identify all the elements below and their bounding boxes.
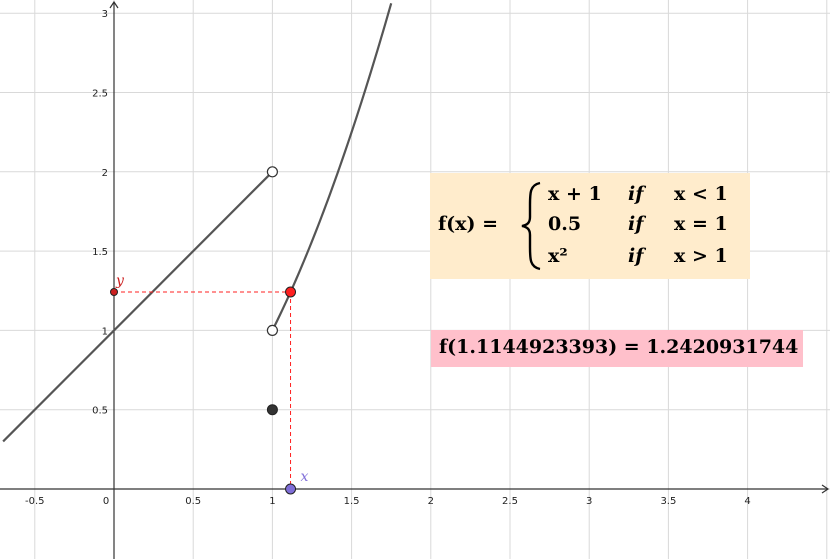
- case-cond: x > 1: [674, 245, 728, 267]
- y-tick-label: 1.5: [92, 247, 108, 258]
- formula-lhs: f(x) =: [438, 213, 499, 235]
- x-tick-label: 2: [428, 496, 434, 507]
- x-tick-label: 0: [103, 496, 109, 507]
- y-tick-label: 2.5: [92, 89, 108, 100]
- x-axis-arrow-icon: [821, 484, 830, 494]
- x-tick-label: 3: [586, 496, 592, 507]
- y-tick-label: 2: [102, 168, 108, 179]
- quadratic-piece: [271, 2, 393, 331]
- case-cond: x < 1: [674, 183, 728, 205]
- case-if: if: [628, 213, 644, 235]
- x-point-label: x: [301, 469, 309, 485]
- x-tick-label: 0.5: [185, 496, 201, 507]
- linear-piece: [2, 171, 274, 443]
- x-tick-label: -0.5: [25, 496, 45, 507]
- y-axis-arrow-icon: [109, 0, 119, 9]
- evaluation-box: f(1.1144923393) = 1.2420931744: [431, 330, 803, 367]
- x-tick-label: 2.5: [502, 496, 518, 507]
- case-expr: x + 1: [548, 183, 602, 205]
- y-tick-label: 0.5: [92, 406, 108, 417]
- open-end-linear[interactable]: [266, 166, 278, 178]
- y-tick-label: 1: [102, 326, 108, 337]
- x-tick-label: 4: [744, 496, 750, 507]
- left-brace-icon: [521, 181, 541, 271]
- case-cond: x = 1: [674, 213, 728, 235]
- y-point-label: y: [115, 273, 125, 289]
- function-curves: [2, 2, 393, 443]
- formula-box: f(x) = x + 1 if x < 1 0.5 if x = 1 x² if…: [430, 173, 750, 279]
- guide-lines: [114, 291, 292, 489]
- x-tick-label: 1: [269, 496, 275, 507]
- open-start-square[interactable]: [266, 324, 278, 336]
- case-if: if: [628, 183, 644, 205]
- case-expr: x²: [548, 245, 568, 267]
- value-at-one[interactable]: [266, 404, 278, 416]
- y-tick-label: 3: [102, 9, 108, 20]
- tick-labels: -0.5 0 0.5 1 1.5 2 2.5 3 3.5 4 0.5 1 1.5 2 2.5 3: [25, 9, 751, 507]
- case-if: if: [628, 245, 644, 267]
- x-tick-label: 3.5: [660, 496, 676, 507]
- x-point[interactable]: [285, 483, 297, 495]
- current-point[interactable]: [285, 286, 297, 298]
- x-tick-label: 1.5: [344, 496, 360, 507]
- y-point[interactable]: [110, 288, 118, 297]
- case-expr: 0.5: [548, 213, 582, 235]
- evaluation-text: f(1.1144923393) = 1.2420931744: [439, 336, 799, 358]
- points[interactable]: xy: [110, 166, 309, 495]
